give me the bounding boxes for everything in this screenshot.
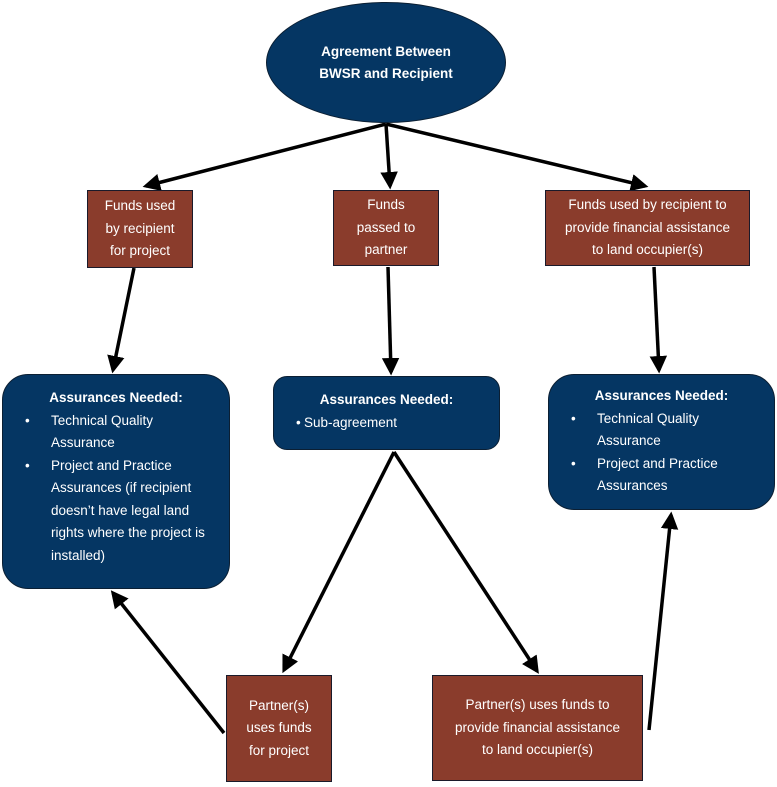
assurance-item: Technical Quality Assurance (549, 408, 764, 453)
box-line: Funds used (104, 198, 176, 214)
assurances-heading: Assurances Needed: (594, 388, 729, 403)
assurance-item: Technical Quality Assurance (3, 410, 219, 455)
box-line: Funds (367, 197, 405, 213)
arrow-agreement-to-funds-passed-partner (380, 123, 398, 190)
agreement-title-line1: Agreement Between (321, 43, 451, 59)
funds-passed-partner-box: Funds passed to partner (333, 190, 439, 266)
assurances-sub-agreement: Assurances Needed: Sub-agreement (273, 376, 500, 450)
box-line: partner (364, 242, 408, 258)
arrow-sub-agreement-to-partner-project (282, 451, 396, 674)
arrow-agreement-to-funds-financial-assistance (385, 122, 649, 192)
agreement-title-line2: BWSR and Recipient (319, 65, 453, 81)
box-line: for project (109, 243, 170, 259)
funds-recipient-financial-box: Funds used by recipient to provide finan… (545, 190, 750, 266)
assurance-item: Project and Practice Assurances (549, 453, 764, 498)
arrow-sub-agreement-to-partner-financial (392, 451, 539, 674)
box-line: passed to (356, 219, 416, 235)
assurances-list: Technical Quality Assurance Project and … (549, 408, 764, 498)
arrow-agreement-to-funds-recipient-project (142, 122, 387, 191)
arrow-funds-project-to-assurances (107, 267, 136, 374)
arrow-funds-financial-to-assurances (649, 266, 668, 374)
assurances-heading: Assurances Needed: (49, 390, 183, 405)
assurances-list: Technical Quality Assurance Project and … (3, 410, 219, 568)
box-line: Partner(s) (248, 697, 309, 713)
box-line: to land occupier(s) (481, 742, 594, 758)
box-line: provide financial assistance (454, 719, 621, 735)
box-line: for project (248, 742, 309, 758)
assurance-item: Project and Practice Assurances (if reci… (3, 455, 219, 568)
funds-recipient-project-box: Funds used by recipient for project (87, 190, 193, 268)
assurance-item: Sub-agreement (274, 412, 489, 435)
assurances-recipient-financial: Assurances Needed: Technical Quality Ass… (548, 374, 775, 510)
arrow-funds-partner-to-sub-agreement (381, 266, 400, 376)
box-line: by recipient (105, 220, 175, 236)
box-line: Funds used by recipient to (568, 197, 727, 213)
partner-financial-assistance-box: Partner(s) uses funds to provide financi… (432, 675, 643, 781)
box-line: uses funds (246, 720, 312, 736)
partner-uses-funds-project-box: Partner(s) uses funds for project (226, 675, 332, 782)
box-line: Partner(s) uses funds to (465, 697, 610, 713)
arrow-partner-project-to-assurances (110, 590, 226, 735)
assurances-list: Sub-agreement (274, 412, 489, 435)
arrow-partner-financial-to-assurances (647, 511, 679, 731)
box-line: to land occupier(s) (591, 242, 704, 258)
box-line: provide financial assistance (564, 219, 731, 235)
assurances-recipient-project: Assurances Needed: Technical Quality Ass… (2, 374, 230, 589)
assurances-heading: Assurances Needed: (319, 392, 454, 407)
agreement-ellipse: Agreement Between BWSR and Recipient (266, 2, 506, 123)
